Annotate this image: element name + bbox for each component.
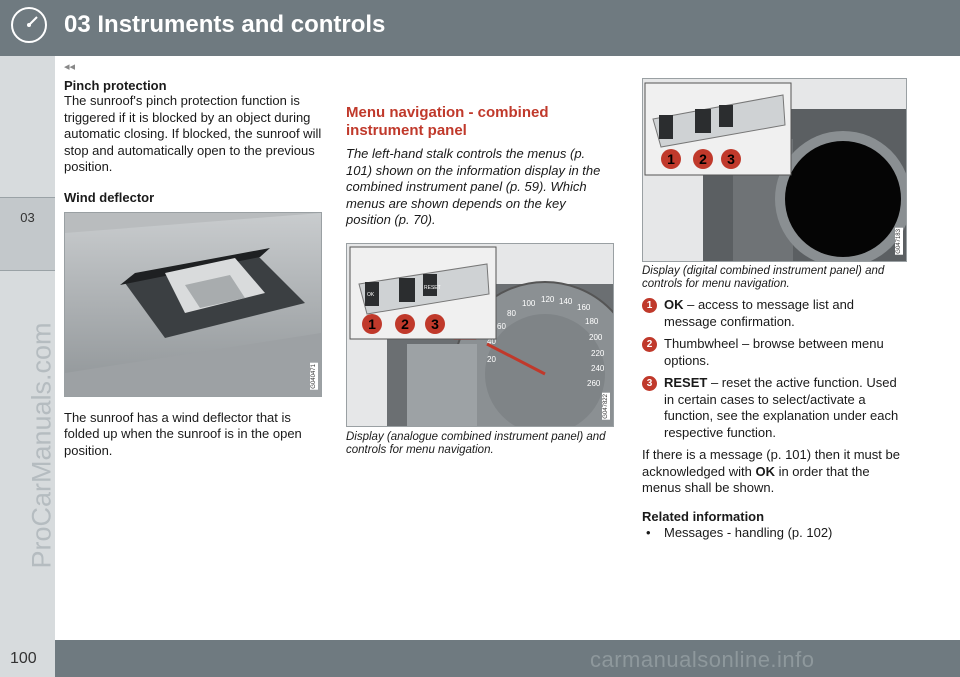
page-number: 100: [10, 650, 37, 667]
wind-deflector-text: The sunroof has a wind deflector that is…: [64, 409, 302, 458]
back-navigation-icon[interactable]: ◂◂: [64, 61, 76, 73]
number-badge: 3: [642, 376, 657, 391]
menu-navigation-heading: Menu navigation - combined instrument pa…: [346, 104, 549, 139]
chapter-title: 03 Instruments and controls: [64, 11, 386, 38]
pinch-protection-heading: Pinch protection: [64, 78, 167, 93]
column-sunroof: Pinch protection The sunroof's pinch pro…: [64, 78, 322, 459]
callout-1: 1: [667, 151, 675, 167]
analogue-instrument-illustration: 60 80 100 120 140 160 180 200 220 240 26…: [349, 246, 613, 426]
image-code: G047183: [895, 228, 903, 255]
speed-label-60: 60: [497, 322, 506, 331]
callout-2: 2: [699, 151, 707, 167]
column-menu-navigation: Menu navigation - combined instrument pa…: [346, 104, 614, 457]
speed-label-40: 40: [487, 337, 496, 346]
callout-2: 2: [401, 316, 409, 332]
message-text-end: in order that the menus shall be shown.: [642, 463, 870, 496]
item-text: Thumbwheel – browse between menu options…: [664, 336, 884, 368]
wind-deflector-heading: Wind deflector: [64, 189, 155, 205]
digital-panel-caption: Display (digital combined instrument pan…: [642, 265, 885, 290]
stalk-reset-label: RESET: [424, 285, 441, 291]
digital-panel-image: 1 2 3 G047183: [642, 78, 907, 262]
image-code: G047822: [602, 392, 610, 420]
related-information-heading: Related information: [642, 508, 765, 524]
analogue-panel-image: 60 80 100 120 140 160 180 200 220 240 26…: [346, 242, 614, 427]
chapter-tab[interactable]: [0, 197, 55, 271]
pinch-protection-text: The sunroof's pinch protection function …: [64, 93, 322, 174]
column-controls: 1 2 3 G047183 Display (digital combined …: [642, 78, 907, 541]
speed-label-100: 100: [522, 299, 536, 308]
speed-label-120: 120: [541, 295, 555, 304]
speed-label-220: 220: [591, 349, 605, 358]
stalk-ok-label: OK: [367, 292, 375, 298]
analogue-panel-caption: Display (analogue combined instrument pa…: [346, 430, 606, 456]
side-watermark: ProCarManuals.com: [26, 322, 57, 569]
speedometer-icon: [11, 7, 47, 43]
number-badge: 1: [642, 298, 657, 313]
speed-label-180: 180: [585, 317, 599, 326]
speed-label-20: 20: [487, 355, 496, 364]
item-text: – reset the active function. Used in cer…: [664, 375, 899, 440]
speed-label-80: 80: [507, 309, 516, 318]
sunroof-illustration: [65, 212, 321, 396]
list-item: 2 Thumbwheel – browse between menu optio…: [642, 336, 907, 369]
chapter-sidebar: [0, 56, 55, 677]
speed-label-160: 160: [577, 303, 591, 312]
item-text: – access to message list and message con…: [664, 297, 855, 329]
chapter-tab-label: 03: [20, 210, 35, 225]
speed-label-140: 140: [559, 297, 573, 306]
message-ok-label: OK: [755, 463, 775, 479]
callout-3: 3: [431, 316, 439, 332]
list-item: 1 OK – access to message list and messag…: [642, 297, 907, 330]
bottom-watermark: carmanualsonline.info: [590, 647, 815, 672]
page-header: 03 Instruments and controls: [0, 0, 960, 56]
wind-deflector-image: G040471: [64, 211, 322, 397]
footer-page-tab: [0, 640, 55, 677]
speed-label-260: 260: [587, 379, 601, 388]
related-item-link[interactable]: Messages - handling (p. 102): [664, 524, 833, 540]
bullet-icon: •: [646, 524, 651, 540]
related-item[interactable]: • Messages - handling (p. 102): [642, 525, 907, 542]
item-bold-label: RESET: [664, 375, 708, 390]
message-text: If there is a message (p. 101) then it m…: [642, 447, 900, 479]
callout-1: 1: [368, 316, 376, 332]
message-paragraph: If there is a message (p. 101) then it m…: [642, 447, 907, 497]
number-badge: 2: [642, 337, 657, 352]
speed-label-200: 200: [589, 333, 603, 342]
menu-navigation-intro: The left-hand stalk controls the menus (…: [346, 146, 601, 227]
callout-3: 3: [727, 151, 735, 167]
list-item: 3 RESET – reset the active function. Use…: [642, 375, 907, 441]
digital-instrument-illustration: 1 2 3: [644, 82, 906, 261]
page-footer: [0, 640, 960, 677]
item-bold-label: OK: [664, 297, 684, 312]
speed-label-240: 240: [591, 364, 605, 373]
image-code: G040471: [310, 362, 318, 390]
